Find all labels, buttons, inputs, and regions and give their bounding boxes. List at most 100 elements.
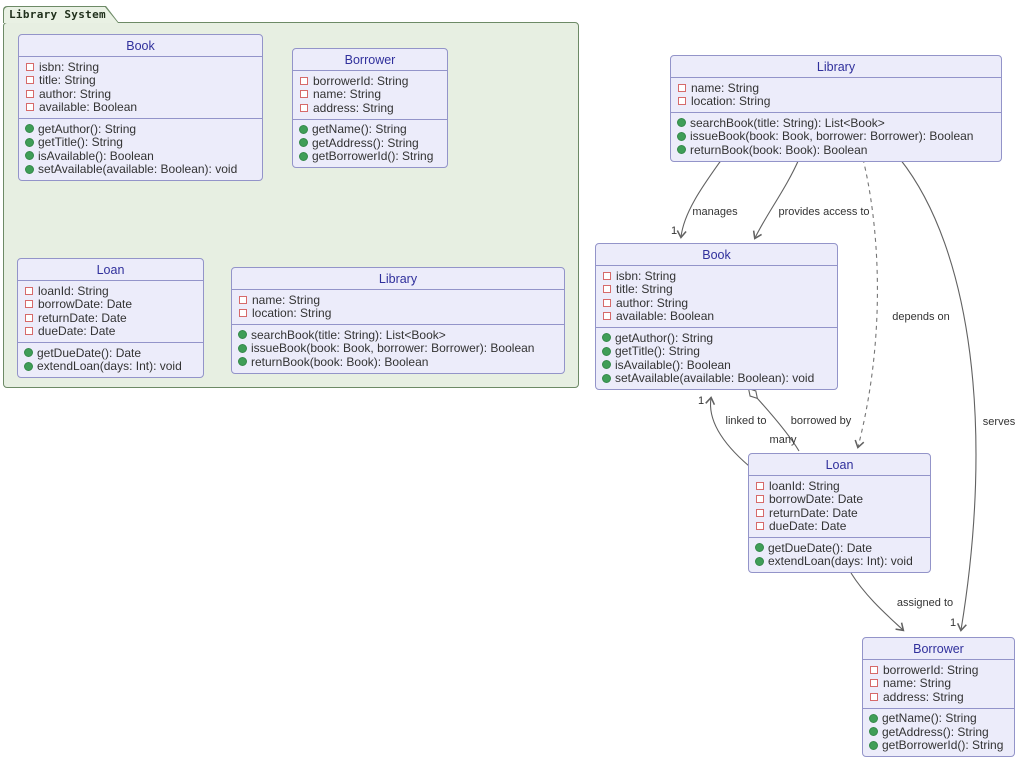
method-row: getAuthor(): String xyxy=(602,331,832,345)
method-row: searchBook(title: String): List<Book> xyxy=(238,328,559,342)
method: getBorrowerId(): String xyxy=(312,149,434,164)
method-icon xyxy=(677,145,686,155)
method-icon xyxy=(25,164,34,174)
method-icon xyxy=(24,361,33,371)
class-title: Borrower xyxy=(293,49,447,71)
attribute-row: address: String xyxy=(869,690,1009,704)
attribute: dueDate: Date xyxy=(769,519,847,534)
method-icon xyxy=(677,118,686,128)
method: issueBook(book: Book, borrower: Borrower… xyxy=(251,341,535,356)
method-row: getDueDate(): Date xyxy=(24,346,198,360)
field-icon xyxy=(870,679,878,688)
method: extendLoan(days: Int): void xyxy=(37,359,182,374)
method-row: issueBook(book: Book, borrower: Borrower… xyxy=(238,341,559,356)
method-row: extendLoan(days: Int): void xyxy=(24,359,198,374)
field-icon xyxy=(26,62,34,71)
method: getTitle(): String xyxy=(615,344,700,359)
method-row: issueBook(book: Book, borrower: Borrower… xyxy=(677,129,996,144)
edge-assigned-to xyxy=(850,572,905,632)
field-icon xyxy=(678,83,686,92)
field-icon xyxy=(239,295,247,304)
method-row: getAddress(): String xyxy=(869,725,1009,739)
attribute: returnDate: Date xyxy=(38,310,127,325)
attribute: address: String xyxy=(313,100,394,115)
attribute: name: String xyxy=(313,87,382,102)
attribute-row: available: Boolean xyxy=(25,100,257,115)
method-row: getName(): String xyxy=(299,122,442,137)
attribute-row: isbn: String xyxy=(25,60,257,74)
class-title: Book xyxy=(596,244,837,266)
edge-linked-to xyxy=(705,396,750,467)
field-icon xyxy=(300,90,308,99)
method-icon xyxy=(602,333,611,343)
attribute: borrowerId: String xyxy=(883,662,979,677)
method-icon xyxy=(602,373,611,383)
field-icon xyxy=(300,103,308,112)
edge-multiplicity-linked-to: 1 xyxy=(697,395,705,407)
method: issueBook(book: Book, borrower: Borrower… xyxy=(690,129,974,144)
attribute-row: borrowDate: Date xyxy=(24,297,198,311)
class-title: Library xyxy=(671,56,1001,78)
method-icon xyxy=(869,740,878,750)
attribute-row: borrowerId: String xyxy=(869,663,1009,677)
method-row: getAuthor(): String xyxy=(25,122,257,136)
edge-label-borrowed-by: borrowed by xyxy=(790,415,852,427)
field-icon xyxy=(603,285,611,294)
method-row: getBorrowerId(): String xyxy=(299,149,442,164)
attribute-row: name: String xyxy=(238,293,559,307)
attribute-row: location: String xyxy=(238,306,559,321)
attribute-row: author: String xyxy=(25,87,257,101)
attribute: available: Boolean xyxy=(39,100,138,115)
attribute-row: author: String xyxy=(602,296,832,310)
attribute: location: String xyxy=(252,306,332,321)
methods-section: searchBook(title: String): List<Book>iss… xyxy=(232,324,564,373)
field-icon xyxy=(756,508,764,517)
method: getTitle(): String xyxy=(38,135,123,150)
edge-label-manages: manages xyxy=(692,206,738,218)
attribute: address: String xyxy=(883,689,964,704)
method: getAuthor(): String xyxy=(615,330,714,345)
method-row: getName(): String xyxy=(869,711,1009,726)
methods-section: searchBook(title: String): List<Book>iss… xyxy=(671,112,1001,161)
edge-label-linked-to: linked to xyxy=(725,415,767,427)
method-row: getAddress(): String xyxy=(299,136,442,150)
method-icon xyxy=(869,727,878,737)
attribute: isbn: String xyxy=(39,59,100,74)
method: getName(): String xyxy=(882,711,977,726)
attribute-row: borrowDate: Date xyxy=(755,492,925,506)
attribute-row: returnDate: Date xyxy=(755,506,925,520)
attribute: borrowerId: String xyxy=(313,73,409,88)
method: getDueDate(): Date xyxy=(768,540,873,555)
class-title: Borrower xyxy=(863,638,1014,660)
method-row: returnBook(book: Book): Boolean xyxy=(238,355,559,369)
method: setAvailable(available: Boolean): void xyxy=(615,371,815,386)
method: getAddress(): String xyxy=(882,724,989,739)
method: searchBook(title: String): List<Book> xyxy=(690,115,885,130)
method-icon xyxy=(755,556,764,566)
attribute: loanId: String xyxy=(769,478,840,493)
method: getName(): String xyxy=(312,122,407,137)
attribute: loanId: String xyxy=(38,283,109,298)
attribute-row: isbn: String xyxy=(602,269,832,283)
attribute: returnDate: Date xyxy=(769,505,858,520)
attribute: title: String xyxy=(616,282,673,297)
attribute-row: loanId: String xyxy=(24,284,198,298)
attribute-row: title: String xyxy=(25,73,257,87)
method-icon xyxy=(238,343,247,353)
method-icon xyxy=(238,330,247,340)
field-icon xyxy=(678,97,686,106)
edge-label-serves: serves xyxy=(982,416,1016,428)
